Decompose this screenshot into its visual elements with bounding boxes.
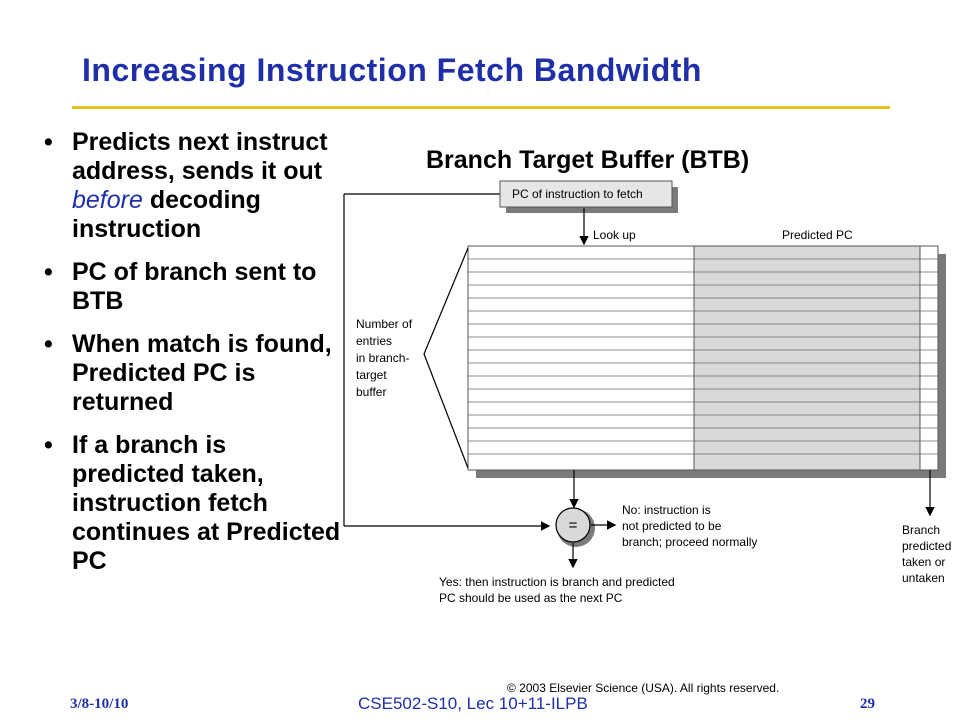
svg-text:entries: entries: [356, 334, 392, 348]
yes-label: Yes: then instruction is branch and pred…: [439, 575, 675, 605]
bullet-item: • If a branch is predicted taken, instruc…: [44, 431, 344, 576]
svg-text:Yes: then instruction is bran: Yes: then instruction is branch and pred…: [439, 575, 675, 589]
predicted-pc-label: Predicted PC: [782, 228, 853, 242]
title-divider: [72, 106, 890, 109]
svg-text:in branch-: in branch-: [356, 351, 409, 365]
entries-label: Number of entries in branch- target buff…: [356, 317, 413, 399]
svg-text:Number of: Number of: [356, 317, 413, 331]
lookup-label: Look up: [593, 228, 636, 242]
bullet-text: If a branch is predicted taken, instruct…: [72, 431, 341, 575]
bullet-marker: •: [44, 128, 53, 156]
svg-text:predicted: predicted: [902, 539, 951, 553]
bullet-list: • Predicts next instruct address, sends i…: [44, 128, 344, 590]
bullet-text: Predicts next instruct address, sends it…: [72, 128, 328, 185]
svg-text:branch; proceed normally: branch; proceed normally: [622, 535, 757, 549]
bullet-item: • Predicts next instruct address, sends i…: [44, 128, 344, 244]
bullet-marker: •: [44, 431, 53, 459]
bullet-text-tail: decoding instruction: [72, 186, 261, 243]
svg-text:not predicted to be: not predicted to be: [622, 519, 722, 533]
svg-text:taken or: taken or: [902, 555, 945, 569]
bullet-item: • PC of branch sent to BTB: [44, 258, 344, 316]
btb-lookup-column: [467, 245, 695, 471]
copyright-notice: © 2003 Elsevier Science (USA). All right…: [507, 681, 779, 695]
btb-row-lines: [468, 258, 938, 455]
btb-predicted-pc-column: [693, 245, 921, 471]
bullet-text: When match is found, Predicted PC is ret…: [72, 330, 332, 416]
svg-text:Branch: Branch: [902, 523, 940, 537]
bullet-emphasis: before: [72, 186, 143, 214]
entries-bracket: [423, 247, 469, 469]
footer-page-number: 29: [860, 696, 875, 712]
bullet-text: PC of branch sent to BTB: [72, 258, 317, 315]
svg-text:PC should be used as the next: PC should be used as the next PC: [439, 591, 623, 605]
svg-text:No: instruction is: No: instruction is: [622, 503, 711, 517]
svg-text:buffer: buffer: [356, 385, 386, 399]
bullet-marker: •: [44, 330, 53, 358]
pc-box-label: PC of instruction to fetch: [512, 187, 643, 201]
footer-course: CSE502-S10, Lec 10+11-ILPB: [358, 694, 588, 713]
svg-text:untaken: untaken: [902, 571, 945, 585]
bullet-item: • When match is found, Predicted PC is re…: [44, 330, 344, 417]
pc-box: [499, 180, 673, 208]
svg-text:target: target: [356, 368, 387, 382]
diagram-title: Branch Target Buffer (BTB): [426, 146, 750, 174]
footer-date: 3/8-10/10: [70, 696, 129, 712]
bullet-marker: •: [44, 258, 53, 286]
slide-title: Increasing Instruction Fetch Bandwidth: [82, 52, 702, 88]
branch-label: Branch predicted taken or untaken: [902, 523, 951, 585]
no-label: No: instruction is not predicted to be b…: [622, 503, 757, 549]
compare-symbol: =: [569, 517, 578, 534]
compare-circle: [555, 507, 591, 543]
btb-prediction-bit-column: [919, 245, 939, 471]
